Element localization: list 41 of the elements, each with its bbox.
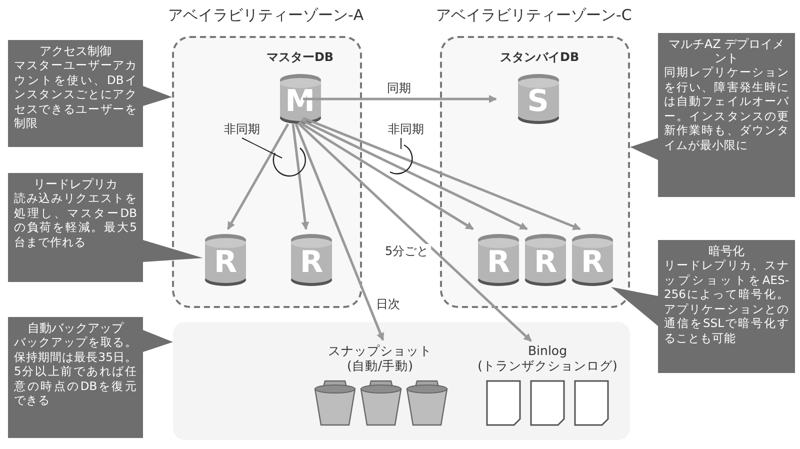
- storage-label: Binlog (トランザクションログ): [476, 343, 618, 373]
- callout-body: リードレプリカ、スナップショットをAES-256によって暗号化。アプリケーションとの通信をSSLで暗号化することも可能: [664, 258, 789, 345]
- arrow: [302, 116, 581, 230]
- zone-heading: アベイラビリティーゾーン-C: [436, 6, 630, 24]
- storage-panel: [173, 322, 630, 440]
- annotation-label: 非同期: [223, 122, 261, 136]
- database-cylinder: S: [518, 74, 558, 125]
- callout-body: 同期レプリケーションを行い、障害発生時には自動フェイルオーバー。インスタンスの更新作業時も、ダウンタイムが最小限に: [664, 65, 789, 152]
- zone-heading: アベイラビリティーゾーン-A: [168, 6, 362, 24]
- callout-box: [8, 173, 143, 282]
- callout-heading: マルチAZ デプロイメント: [667, 37, 786, 65]
- arrow: [303, 95, 497, 103]
- callout-heading: アクセス制御: [38, 44, 112, 58]
- callout-box: [658, 33, 795, 197]
- arrow: [300, 118, 528, 230]
- edge-label: 同期: [385, 81, 413, 95]
- annotation-label: 非同期: [387, 122, 425, 136]
- db-label: マスターDB: [265, 50, 335, 64]
- arrow: [292, 124, 310, 230]
- arrow: [297, 122, 532, 342]
- callout-body: 読み込みリクエストを処理し、マスターDBの負荷を軽減。最大5台まで作れる: [14, 191, 137, 249]
- callout-pointer: [143, 240, 203, 262]
- callout-heading: 自動バックアップ: [26, 321, 125, 335]
- callout-body: マスターユーザーアカウントを使い、DBインスタンスごとにアクセスできるユーザーを制限: [14, 58, 137, 130]
- callout-pointer: [143, 86, 172, 106]
- db-label: スタンバイDB: [500, 50, 576, 64]
- edge-label: 5分ごと: [383, 244, 431, 258]
- callout-pointer: [630, 138, 658, 160]
- database-cylinder: M: [280, 74, 320, 125]
- callout-pointer: [611, 287, 658, 326]
- arrow: [226, 123, 290, 230]
- callout-box: [658, 240, 795, 373]
- callout-heading: リードレプリカ: [32, 177, 118, 191]
- callout-pointer: [143, 330, 173, 352]
- arrow: [298, 120, 474, 230]
- storage-label: スナップショット (自動/手動): [327, 343, 433, 373]
- callout-box: [8, 317, 143, 438]
- callout-heading: 暗号化: [708, 244, 746, 258]
- callout-box: [8, 40, 143, 147]
- callout-body: バックアップを取る。保持期間は最長35日。5分以上前であれば任意の時点のDBを復元できる: [14, 335, 137, 408]
- arrow: [294, 124, 384, 341]
